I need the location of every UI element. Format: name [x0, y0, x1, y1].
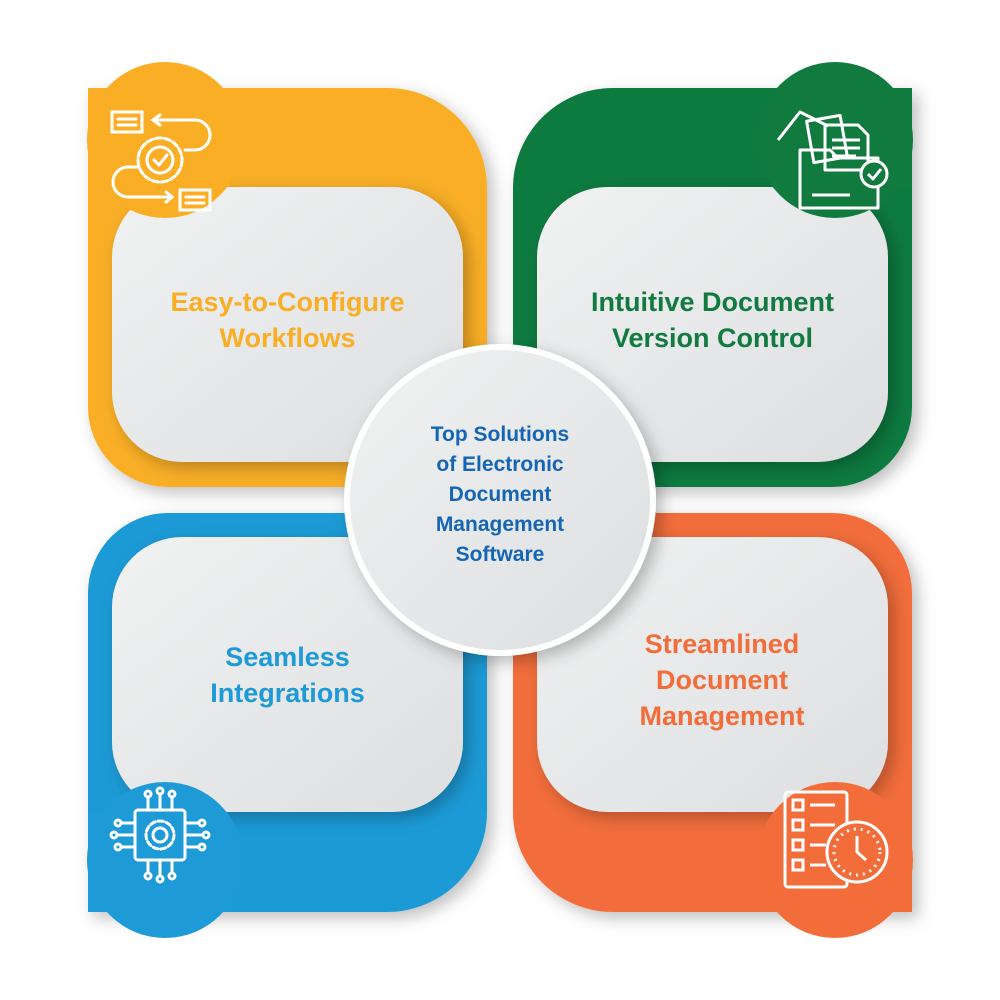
label-line: Intuitive Document [590, 287, 834, 317]
center-line: Document [448, 483, 552, 506]
document-folder-check-icon [776, 110, 889, 210]
checklist-clock-icon [783, 790, 889, 889]
center-line: Top Solutions [430, 423, 570, 446]
center-circle [350, 350, 650, 650]
panel-version-control [537, 187, 888, 462]
label-line: Streamlined [644, 629, 800, 659]
label-version-control: Intuitive Document Version Control [537, 250, 888, 390]
label-integrations: Seamless Integrations [112, 605, 463, 745]
label-workflows: Easy-to-Configure Workflows [112, 250, 463, 390]
center-line: Software [455, 543, 545, 566]
label-line: Version Control [611, 323, 814, 353]
label-line: Workflows [219, 323, 356, 353]
circuit-gear-icon [109, 786, 211, 884]
center-title: Top Solutions of Electronic Document Man… [380, 420, 620, 570]
label-line: Management [639, 701, 805, 731]
label-document-management: Streamlined Document Management [537, 610, 907, 750]
center-line: of Electronic [436, 453, 564, 476]
panel-workflows [112, 187, 463, 462]
panel-integrations [112, 537, 463, 812]
label-line: Seamless [225, 642, 350, 672]
label-line: Integrations [210, 678, 365, 708]
center-line: Management [435, 513, 565, 536]
panel-document-management [537, 537, 888, 812]
workflow-gear-icon [110, 110, 212, 212]
label-line: Easy-to-Configure [170, 287, 405, 317]
label-line: Document [655, 665, 788, 695]
